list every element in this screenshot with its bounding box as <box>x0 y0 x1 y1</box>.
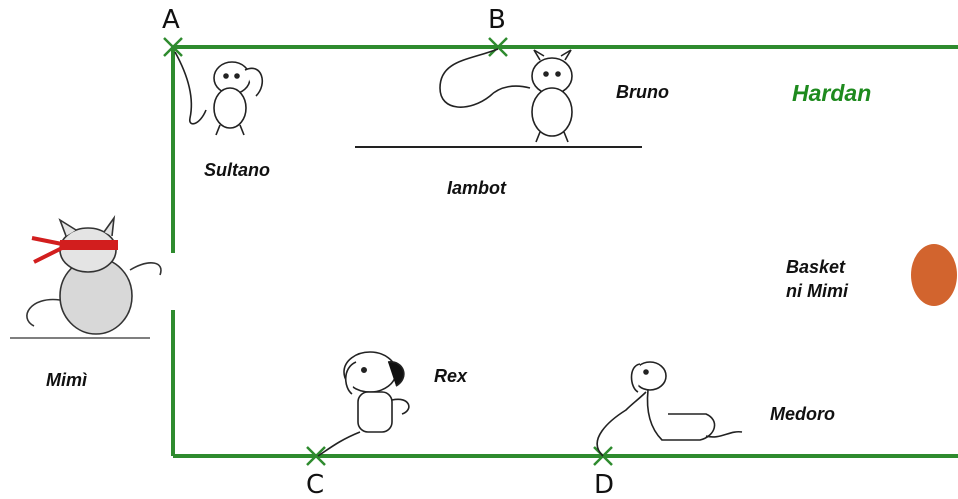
mimi-label: Mimì <box>46 370 88 390</box>
rex-label: Rex <box>434 366 468 386</box>
sultano-label: Sultano <box>204 160 270 180</box>
garden-title: Hardan <box>792 80 872 106</box>
rex-dog-icon <box>317 351 410 457</box>
stake-c-marker <box>306 446 326 466</box>
point-a-label: A <box>162 5 180 35</box>
medoro-dog-icon <box>596 361 743 457</box>
stake-b-marker <box>488 37 508 57</box>
bruno-label: Bruno <box>616 82 669 102</box>
medoro-label: Medoro <box>770 404 835 424</box>
iambot-label: Iambot <box>447 178 507 198</box>
point-c-label: C <box>306 470 325 499</box>
basket-icon <box>911 244 957 306</box>
bruno-dog-icon <box>439 48 573 143</box>
stake-markers <box>163 37 613 466</box>
blindfold <box>60 240 118 250</box>
point-b-label: B <box>488 5 506 35</box>
mimi-cat-icon <box>10 215 162 339</box>
basket-label-line2: ni Mimi <box>786 281 848 301</box>
basket-label: Basket ni Mimi <box>786 255 848 303</box>
point-d-label: D <box>594 470 615 499</box>
garden-boundary <box>171 45 958 458</box>
stake-a-marker <box>163 37 183 57</box>
basket-label-line1: Basket <box>786 257 846 277</box>
sultano-dog-icon <box>174 51 264 136</box>
